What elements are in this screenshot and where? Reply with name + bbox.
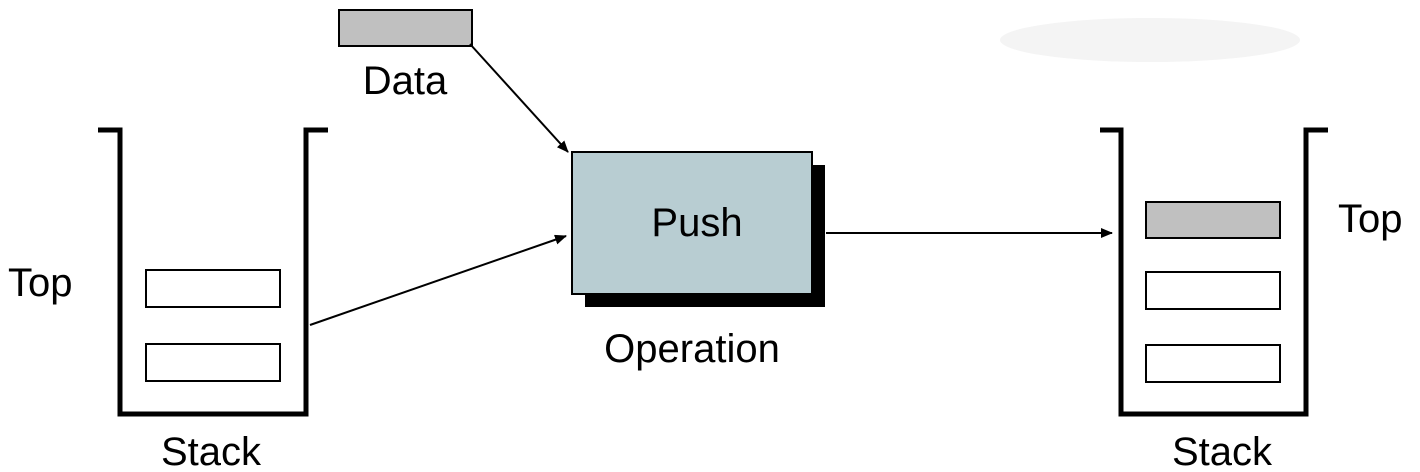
right-stack: Top Stack bbox=[1100, 127, 1403, 472]
stack-to-push-arrow bbox=[309, 234, 567, 326]
data-label: Data bbox=[363, 59, 448, 103]
left-stack-container bbox=[98, 127, 328, 417]
push-operation: Push Operation bbox=[571, 151, 825, 371]
operation-box bbox=[571, 151, 813, 295]
right-stack-top-element bbox=[1145, 201, 1281, 239]
right-stack-container bbox=[1100, 127, 1328, 417]
data-item: Data bbox=[338, 9, 473, 103]
left-top-label: Top bbox=[8, 261, 73, 305]
operation-label: Operation bbox=[604, 327, 780, 371]
data-to-push-arrow bbox=[469, 43, 569, 153]
background-smudge bbox=[1000, 18, 1300, 62]
right-stack-element bbox=[1145, 344, 1281, 383]
right-stack-element bbox=[1145, 271, 1281, 310]
left-stack: Top Stack bbox=[8, 127, 328, 472]
right-top-label: Top bbox=[1338, 197, 1403, 241]
left-stack-element bbox=[145, 343, 281, 382]
push-label: Push bbox=[651, 201, 742, 245]
left-stack-label: Stack bbox=[161, 430, 262, 472]
left-stack-element bbox=[145, 269, 281, 308]
data-block bbox=[338, 9, 473, 47]
right-stack-label: Stack bbox=[1172, 430, 1273, 472]
